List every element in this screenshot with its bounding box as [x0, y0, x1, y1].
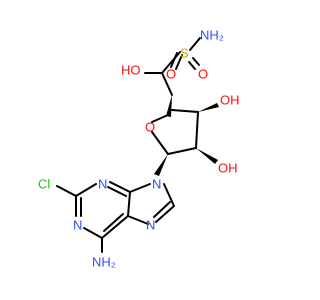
hydroxyl-oh-upper-label: OH: [220, 93, 240, 108]
hydroxyl-ho-label: HO: [121, 63, 141, 78]
bond-c6-c5-a: [101, 215, 129, 239]
bond-c5-c4p: [127, 191, 131, 217]
chlorine-label: Cl: [38, 177, 50, 192]
bond-o-c1: [151, 131, 169, 155]
bond-n7-c5: [127, 215, 149, 225]
hash-bond-c1-n9: [154, 154, 168, 176]
hydroxyl-oh-lower-label: OH: [218, 161, 238, 176]
sulfonyl-o-left-label: O: [166, 67, 176, 82]
bond-c6-c5-b: [103, 213, 124, 232]
bond-n3-c2: [75, 183, 97, 197]
bond-c4p-n3-a: [109, 181, 131, 193]
bond-n9-c8: [163, 183, 175, 207]
purine-n7-label: N: [146, 218, 155, 233]
bond-s-o-right-b: [188, 61, 196, 70]
atom-labels: NH₂ S O O HO OH O OH N N Cl N N NH₂: [38, 28, 240, 270]
wedge-c3-oh: [198, 103, 219, 112]
purine-n1-label: N: [73, 218, 82, 233]
bond-c8-n7-a: [155, 205, 175, 223]
sulfonyl-o-right-label: O: [198, 67, 208, 82]
bond-s-o-right-a: [192, 57, 200, 66]
bond-c4p-n9: [129, 183, 151, 193]
bond-c4-c3: [171, 109, 199, 113]
bond-c2-cl: [56, 185, 77, 197]
purine-n3-label: N: [98, 177, 107, 192]
bond-c8-n7-b: [153, 201, 171, 218]
bond-s-n: [189, 37, 201, 51]
bond-n1-c6: [83, 227, 103, 239]
bond-s-c: [161, 51, 181, 74]
bond-c1-c2: [167, 147, 197, 155]
bond-c4-o: [151, 114, 169, 123]
amino-nh2-label: NH₂: [92, 255, 116, 270]
bond-c4p-n3-b: [107, 186, 127, 197]
bond-c-c4: [161, 72, 173, 96]
molecule-structure: NH₂ S O O HO OH O OH N N Cl N N NH₂: [38, 28, 240, 270]
bonds: [56, 37, 219, 253]
wedge-c2-oh: [196, 148, 218, 164]
bond-s-o-left-b: [175, 54, 183, 70]
sulfur-label: S: [180, 46, 189, 61]
ring-oxygen-label: O: [145, 120, 155, 135]
purine-n9-label: N: [152, 177, 161, 192]
bond-c3-c2: [195, 111, 199, 149]
hash-bond-c4: [166, 95, 172, 117]
amide-nh2-label: NH₂: [200, 28, 224, 43]
